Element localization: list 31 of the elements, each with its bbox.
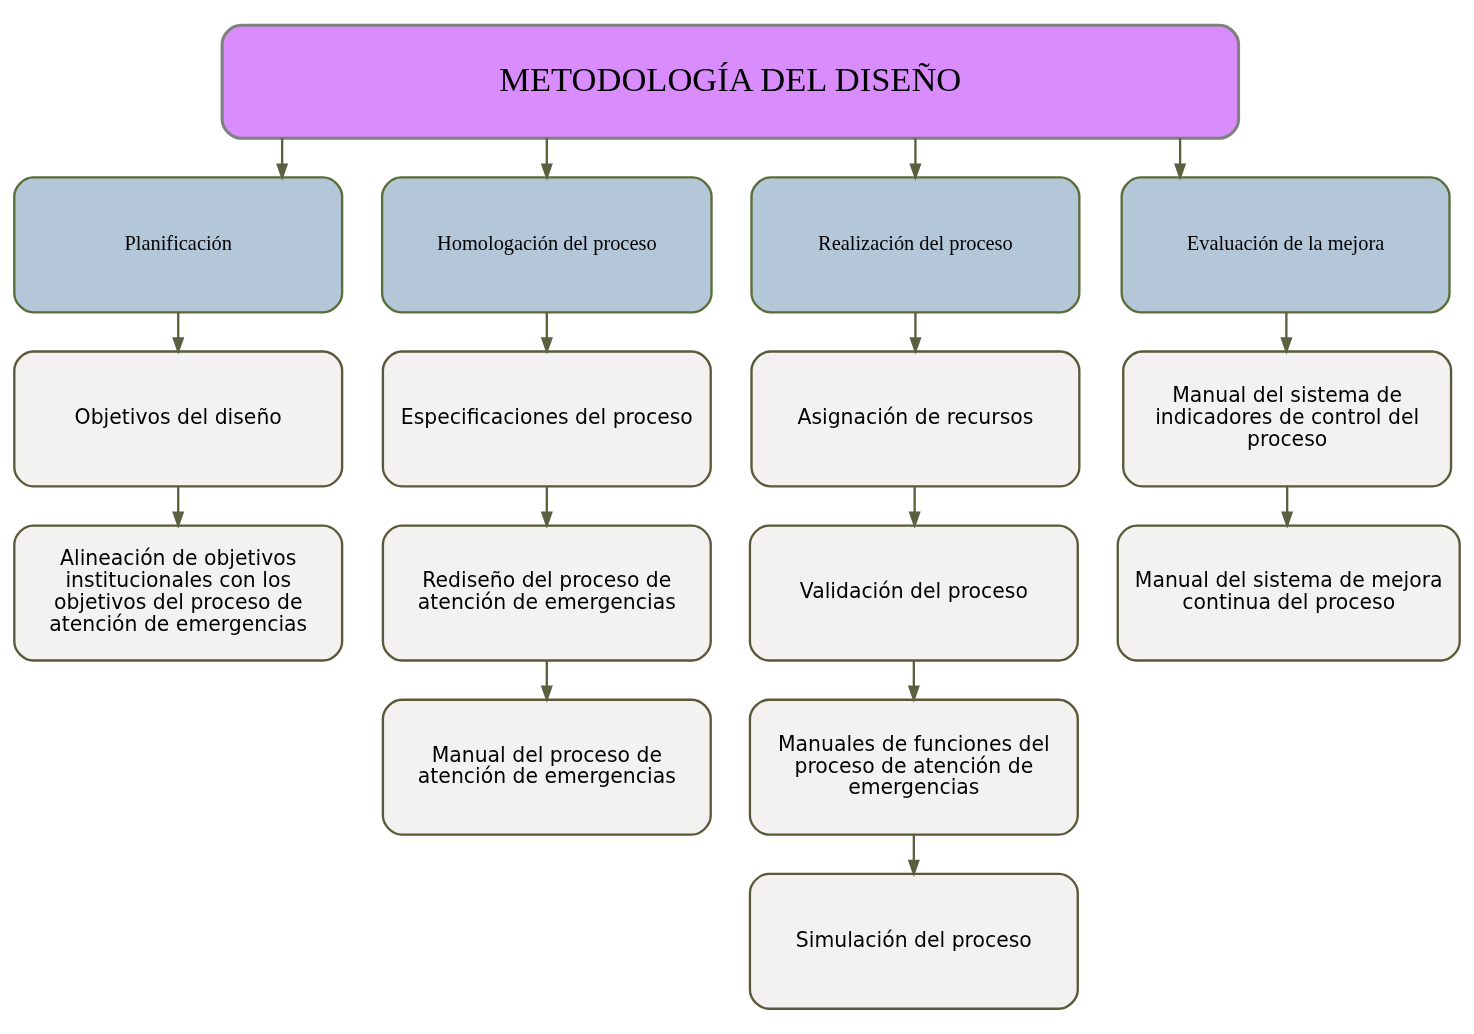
- node-box: Evaluación de la mejora: [1120, 176, 1451, 314]
- node-box: Realización del proceso: [750, 176, 1081, 314]
- arrow: [1280, 312, 1293, 355]
- node-box: Manual del sistema de mejora continua del proceso: [1116, 524, 1461, 662]
- arrow: [540, 486, 553, 529]
- arrow: [909, 312, 922, 355]
- arrow: [907, 660, 920, 703]
- arrow: [540, 660, 553, 703]
- arrow: [172, 486, 185, 529]
- arrow: [907, 835, 920, 877]
- node-box: Manual del sistema de indicadores de control del proceso: [1122, 350, 1453, 488]
- node-box: Rediseño del proceso de atención de emergencias: [381, 524, 712, 662]
- node-box: Homologación del proceso: [380, 176, 713, 314]
- arrow: [1174, 138, 1187, 181]
- arrow: [540, 312, 553, 355]
- node-box: Validación del proceso: [748, 524, 1079, 662]
- node-box: Alineación de objetivos institucionales con los objetivos del proceso de atención de emergencias: [13, 524, 344, 662]
- arrow: [276, 138, 289, 181]
- node-box: Simulación del proceso: [748, 872, 1079, 1010]
- arrow: [540, 138, 553, 181]
- arrow: [1281, 486, 1294, 529]
- node-box: Manuales de funciones del proceso de atención de emergencias: [748, 698, 1079, 836]
- node-box: Especificaciones del proceso: [381, 350, 712, 488]
- arrow: [172, 312, 185, 355]
- arrow: [908, 486, 921, 529]
- node-box: Manual del proceso de atención de emergencias: [381, 698, 712, 836]
- arrow: [909, 138, 922, 181]
- node-box: METODOLOGÍA DEL DISEÑO: [220, 23, 1241, 140]
- node-box: Asignación de recursos: [750, 350, 1081, 488]
- node-box: Objetivos del diseño: [13, 350, 344, 488]
- node-box: Planificación: [13, 176, 344, 314]
